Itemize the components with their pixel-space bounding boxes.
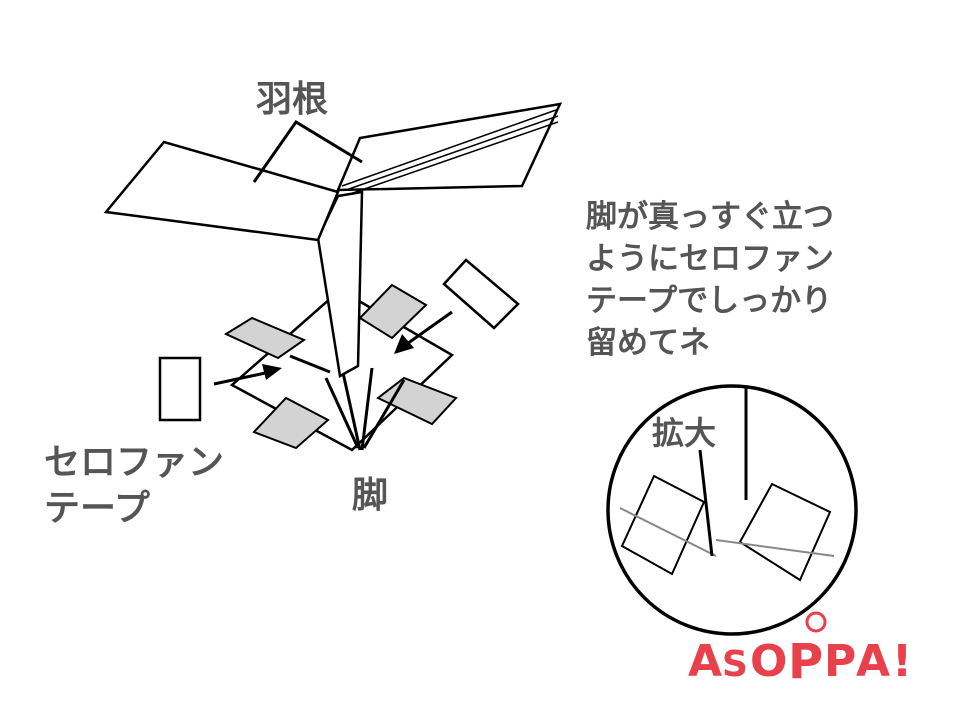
label-cellophane-tape: セロファン テープ [44,440,224,532]
instruction-text: 脚が真っすぐ立つ ようにセロファン テープでしっかり 留めてネ [586,196,834,364]
legs-lines [289,354,406,451]
logo-letter-p1: P [788,634,823,688]
arrow-right-head [394,334,414,354]
wings-pointer [252,119,363,183]
logo-letter-p2: P [824,636,856,687]
tape-square-left [223,316,307,360]
tape-strip-left [158,356,202,422]
logo-exclamation: ! [892,636,912,687]
tape-square-top [358,283,428,340]
tape-strip-right [442,258,520,330]
instruction-line-4: 留めてネ [586,325,710,361]
logo-letter-o: O [750,636,787,687]
asoppa-logo: A S O P P A ! [688,634,912,688]
right-wing [336,102,563,192]
tape-square-bottom [252,396,330,450]
label-zoom: 拡大 [652,414,717,452]
logo-letter-a1: A [688,636,722,687]
arrow-left-head [262,364,282,380]
label-wings: 羽根 [256,79,329,120]
instruction-line-1: 脚が真っすぐ立つ [586,199,834,235]
arrow-left [213,370,271,386]
left-wing [103,140,340,242]
logo-badge-icon [805,611,827,633]
logo-letter-a2: A [856,636,890,687]
right-wing-fold-lines [341,109,559,195]
label-cellophane-tape-line1: セロファン [44,442,225,483]
instruction-line-3: テープでしっかり [586,283,833,319]
label-cellophane-tape-line2: テープ [44,488,150,529]
instruction-line-2: ようにセロファン [586,241,834,277]
logo-letter-s: S [722,644,748,685]
label-legs: 脚 [352,475,389,516]
tape-square-right [376,376,458,426]
zoom-detail [619,388,835,582]
arrow-right [403,310,453,348]
